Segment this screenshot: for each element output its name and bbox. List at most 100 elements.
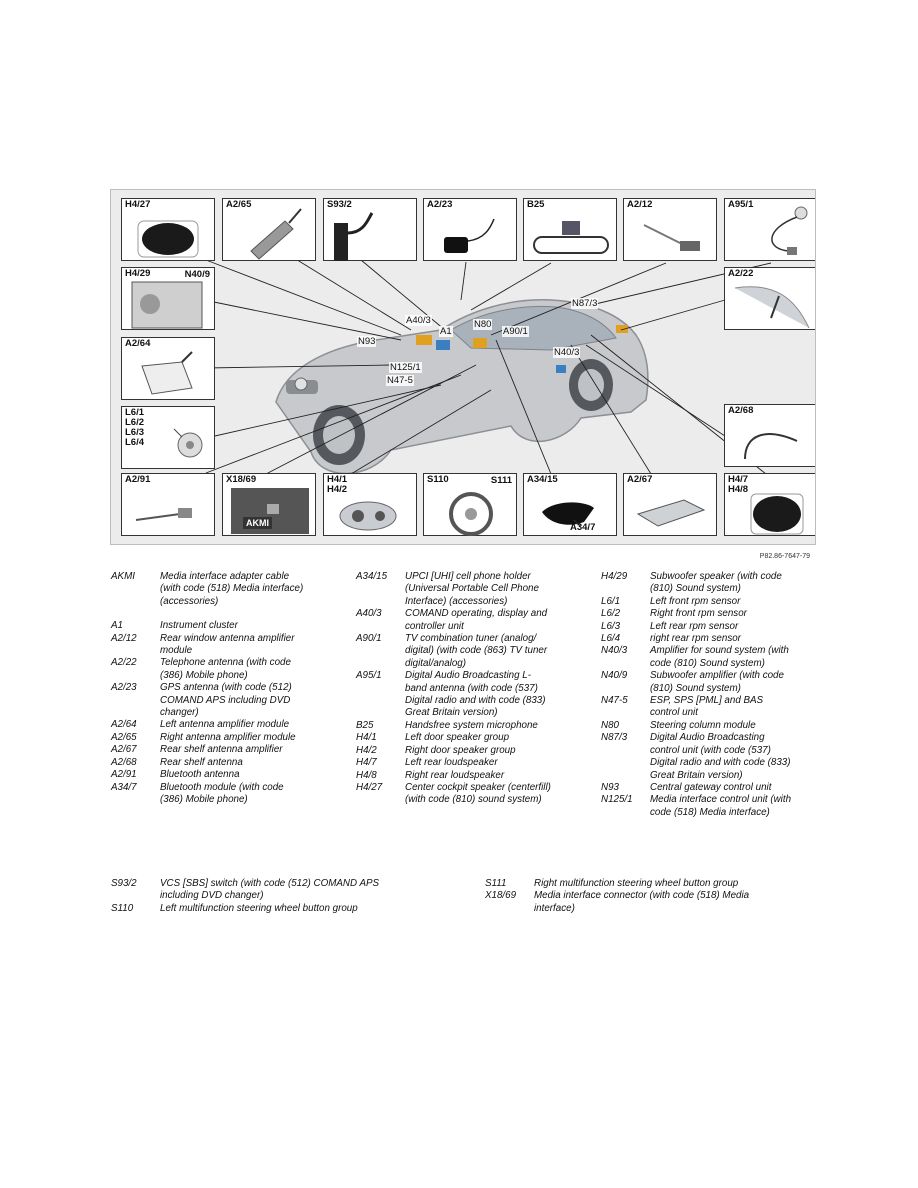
box-label: H4/27 <box>125 199 151 210</box>
box-label: L6/1 L6/2 L6/3 L6/4 <box>125 407 145 448</box>
legend-code: X18/69 <box>485 890 517 902</box>
legend-code: N40/3 <box>601 645 628 657</box>
legend-code: S93/2 <box>111 878 137 889</box>
component-box-h4-27: H4/27 <box>121 198 215 261</box>
legend-description: Left door speaker group <box>405 732 510 744</box>
legend-entry: L6/1 Left front rpm sensor <box>601 596 811 608</box>
component-box-a34-15: A34/15 A34/7 <box>523 473 617 536</box>
legend-code: L6/2 <box>601 608 621 620</box>
legend-description: UPCI [UHI] cell phone holder (Universal … <box>405 571 539 607</box>
box-label: A2/65 <box>226 199 252 210</box>
legend-description: GPS antenna (with code (512) COMAND APS … <box>160 682 292 719</box>
legend-entry: A34/15 UPCI [UHI] cell phone holder (Univ… <box>356 571 588 608</box>
box-label-secondary: S111 <box>490 475 512 486</box>
callout-n87-3: N87/3 <box>571 298 599 309</box>
legend-code: L6/1 <box>601 595 621 607</box>
legend-code: A34/15 <box>356 571 388 582</box>
component-box-b25: B25 <box>523 198 617 261</box>
legend-description: Steering column module <box>650 719 756 731</box>
legend-code: A2/23 <box>111 682 137 694</box>
legend-code: B25 <box>356 719 374 731</box>
legend-description: TV combination tuner (analog/ digital) (… <box>405 633 548 669</box>
component-box-a2-65: A2/65 <box>222 198 316 261</box>
component-box-h4-29: H4/29 N40/9 <box>121 267 215 330</box>
legend-description: COMAND operating, display and controller… <box>405 608 548 632</box>
callout-a90-1: A90/1 <box>502 326 529 337</box>
legend-description: Left front rpm sensor <box>650 595 741 607</box>
legend-code: N125/1 <box>601 794 633 806</box>
figure-reference: P82.86-7647-79 <box>759 553 810 560</box>
legend-description: Rear shelf antenna amplifier <box>160 744 283 756</box>
legend-description: Media interface adapter cable (with code… <box>160 571 304 607</box>
legend-code: A90/1 <box>356 633 382 645</box>
legend-code: A40/3 <box>356 608 382 620</box>
legend-description: Rear window antenna amplifier module <box>160 632 295 657</box>
box-label: A95/1 <box>728 199 754 210</box>
legend-description: Left rear rpm sensor <box>650 620 739 632</box>
legend-description: Central gateway control unit <box>650 781 772 793</box>
component-box-a2-22: A2/22 <box>724 267 815 330</box>
legend-description: Left rear loudspeaker <box>405 757 498 769</box>
box-label: A2/91 <box>125 474 151 485</box>
legend-code: A2/67 <box>111 744 137 756</box>
legend-description: Bluetooth antenna <box>160 769 240 781</box>
legend-description: Center cockpit speaker (centerfill) (wit… <box>405 781 551 806</box>
box-label: H4/7 H4/8 <box>728 474 749 495</box>
box-label: B25 <box>527 199 545 210</box>
legend-code: H4/1 <box>356 732 377 744</box>
legend-code: N87/3 <box>601 732 628 744</box>
legend-description: ESP, SPS [PML] and BAS control unit <box>650 695 764 719</box>
component-box-h4-1: H4/1 H4/2 <box>323 473 417 536</box>
box-label: S93/2 <box>327 199 352 210</box>
legend-description: Right rear loudspeaker <box>405 769 505 781</box>
box-label: A2/64 <box>125 338 151 349</box>
callout-a1: A1 <box>439 326 453 337</box>
legend-entry: N87/3 Digital Audio Broadcasting control … <box>601 732 811 782</box>
box-label: H4/29 <box>125 268 151 279</box>
callout-n93: N93 <box>357 336 377 347</box>
box-label: S110 <box>427 474 449 485</box>
component-box-a95-1: A95/1 <box>724 198 815 261</box>
component-box-a2-23: A2/23 <box>423 198 517 261</box>
legend-description: Right front rpm sensor <box>650 608 747 620</box>
legend-entry: H4/1 Left door speaker group <box>356 732 588 744</box>
legend-entry: A2/91 Bluetooth antenna <box>111 769 341 781</box>
box-label: A2/12 <box>627 199 653 210</box>
legend-code: H4/29 <box>601 571 628 582</box>
legend-code: A2/65 <box>111 731 137 743</box>
legend-description: Digital Audio Broadcasting control unit … <box>650 732 791 781</box>
legend-description: right rear rpm sensor <box>650 633 741 645</box>
component-box-a2-64: A2/64 <box>121 337 215 400</box>
component-box-a2-91: A2/91 <box>121 473 215 536</box>
box-label-secondary: N40/9 <box>184 269 210 280</box>
legend-entry: A90/1 TV combination tuner (analog/ digit… <box>356 633 588 670</box>
box-label: A2/67 <box>627 474 653 485</box>
callout-n125-1: N125/1 <box>389 362 422 373</box>
legend-code: A1 <box>111 620 123 632</box>
legend-description: Left antenna amplifier module <box>160 719 290 731</box>
legend-code: A2/22 <box>111 657 137 669</box>
callout-n80: N80 <box>473 319 493 330</box>
legend-code: A2/91 <box>111 769 137 781</box>
legend-entry: A2/67 Rear shelf antenna amplifier <box>111 744 341 756</box>
legend-description: Left multifunction steering wheel button… <box>160 902 358 914</box>
legend-entry: A2/23 GPS antenna (with code (512) COMAND… <box>111 682 341 719</box>
box-label: H4/1 H4/2 <box>327 474 348 495</box>
